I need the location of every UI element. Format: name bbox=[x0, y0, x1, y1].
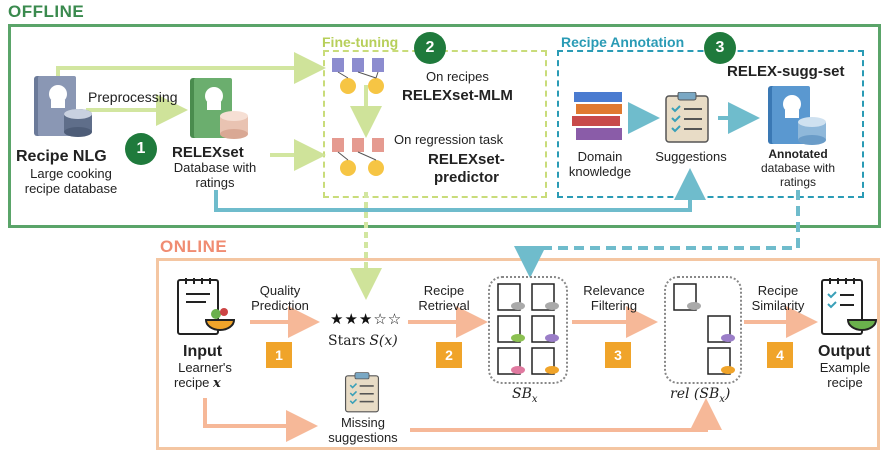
preprocessing-label: Preprocessing bbox=[88, 89, 178, 105]
relexset-predictor-line1: RELEXset- bbox=[428, 151, 505, 168]
recipe-nlg-desc-2: recipe database bbox=[24, 181, 118, 196]
sb-set-container bbox=[488, 276, 568, 384]
sb-main: SB bbox=[512, 386, 532, 402]
on-regression-label: On regression task bbox=[394, 132, 504, 147]
stars-func: S(x) bbox=[369, 333, 398, 349]
arrow-input-to-missing bbox=[203, 398, 318, 442]
arrow-nlg-to-finetune bbox=[56, 52, 326, 84]
on-recipes-label: On recipes bbox=[426, 69, 489, 84]
offline-step-1-badge: 1 bbox=[125, 133, 157, 165]
relexset-title: RELEXset bbox=[172, 144, 244, 161]
books-stack-icon bbox=[572, 92, 622, 140]
document-model-icon-mlm bbox=[332, 58, 384, 94]
relevance-label-1: Relevance bbox=[583, 283, 645, 298]
recipe-output-icon bbox=[821, 278, 878, 335]
sb-label: SBx bbox=[512, 386, 538, 405]
input-title: Input bbox=[183, 343, 223, 360]
offline-step-3-badge: 3 bbox=[704, 32, 736, 64]
relexset-database-icon bbox=[190, 78, 248, 139]
annotated-desc-3: ratings bbox=[779, 175, 817, 189]
missing-suggestions-clipboard-icon bbox=[344, 372, 380, 413]
missing-label-1: Missing bbox=[340, 415, 386, 430]
input-desc-2: recipe x bbox=[174, 375, 221, 391]
recipe-nlg-desc-1: Large cooking bbox=[30, 166, 112, 181]
rel-close: ) bbox=[724, 386, 731, 402]
quality-label-1: Quality bbox=[259, 283, 301, 298]
relex-sugg-set-label: RELEX-sugg-set bbox=[727, 63, 845, 80]
filtered-recipe-icons bbox=[673, 283, 735, 375]
recipe-input-icon bbox=[177, 278, 236, 335]
relexset-desc-2: ratings bbox=[195, 175, 235, 190]
relexset-predictor-line2: predictor bbox=[434, 169, 500, 186]
relevance-label-2: Filtering bbox=[590, 298, 638, 313]
arrow-relexset-to-suggestions bbox=[214, 168, 706, 212]
output-title: Output bbox=[818, 343, 871, 360]
input-var-x: x bbox=[213, 376, 221, 391]
annotated-label: Annotated bbox=[768, 147, 828, 161]
arrow-annotated-to-sb bbox=[514, 190, 800, 278]
sb-sub: x bbox=[531, 393, 538, 405]
similarity-label-1: Recipe bbox=[757, 283, 799, 298]
output-desc-1: Example bbox=[819, 360, 871, 375]
stars-rating: ★★★☆☆ bbox=[330, 311, 403, 328]
input-desc-1: Learner's bbox=[178, 360, 232, 375]
offline-title: OFFLINE bbox=[8, 2, 85, 21]
recipe-book-database-icon bbox=[34, 76, 92, 137]
stars-func-label: Stars S(x) bbox=[328, 333, 398, 349]
online-step-2-badge: 2 bbox=[436, 342, 462, 368]
rel-sub: x bbox=[719, 393, 725, 405]
rel-main: rel (SB bbox=[670, 386, 720, 402]
online-step-1-badge: 1 bbox=[266, 342, 292, 368]
relexset-desc-1: Database with bbox=[173, 160, 257, 175]
online-step-3-badge: 3 bbox=[605, 342, 631, 368]
domain-knowledge-1: Domain bbox=[577, 149, 623, 164]
retrieval-label-1: Recipe bbox=[423, 283, 465, 298]
relexset-mlm-label: RELEXset-MLM bbox=[402, 87, 513, 104]
offline-frame bbox=[8, 24, 881, 228]
document-model-icon-predictor bbox=[332, 138, 384, 176]
similarity-label-2: Similarity bbox=[751, 298, 805, 313]
online-title: ONLINE bbox=[160, 237, 228, 256]
rel-label: rel (SBx) bbox=[670, 386, 731, 405]
rel-set-container bbox=[664, 276, 742, 384]
missing-label-2: suggestions bbox=[328, 430, 398, 445]
recipe-set-icons bbox=[497, 283, 559, 375]
annotation-title: Recipe Annotation bbox=[559, 34, 687, 51]
domain-knowledge-2: knowledge bbox=[568, 164, 632, 179]
online-step-4-badge: 4 bbox=[767, 342, 793, 368]
stars-label: Stars bbox=[328, 333, 366, 349]
quality-label-2: Prediction bbox=[251, 298, 309, 313]
retrieval-label-2: Retrieval bbox=[418, 298, 470, 313]
recipe-nlg-title: Recipe NLG bbox=[16, 148, 107, 165]
offline-step-2-badge: 2 bbox=[414, 32, 446, 64]
arrow-missing-to-rel bbox=[410, 398, 722, 432]
output-desc-2: recipe bbox=[827, 375, 863, 390]
annotated-desc-2: database with bbox=[760, 161, 836, 175]
annotated-database-icon bbox=[768, 86, 826, 145]
input-desc-2-text: recipe bbox=[174, 375, 210, 390]
clipboard-checklist-icon bbox=[665, 92, 709, 143]
finetuning-title: Fine-tuning bbox=[320, 34, 401, 51]
suggestions-label: Suggestions bbox=[655, 149, 727, 164]
